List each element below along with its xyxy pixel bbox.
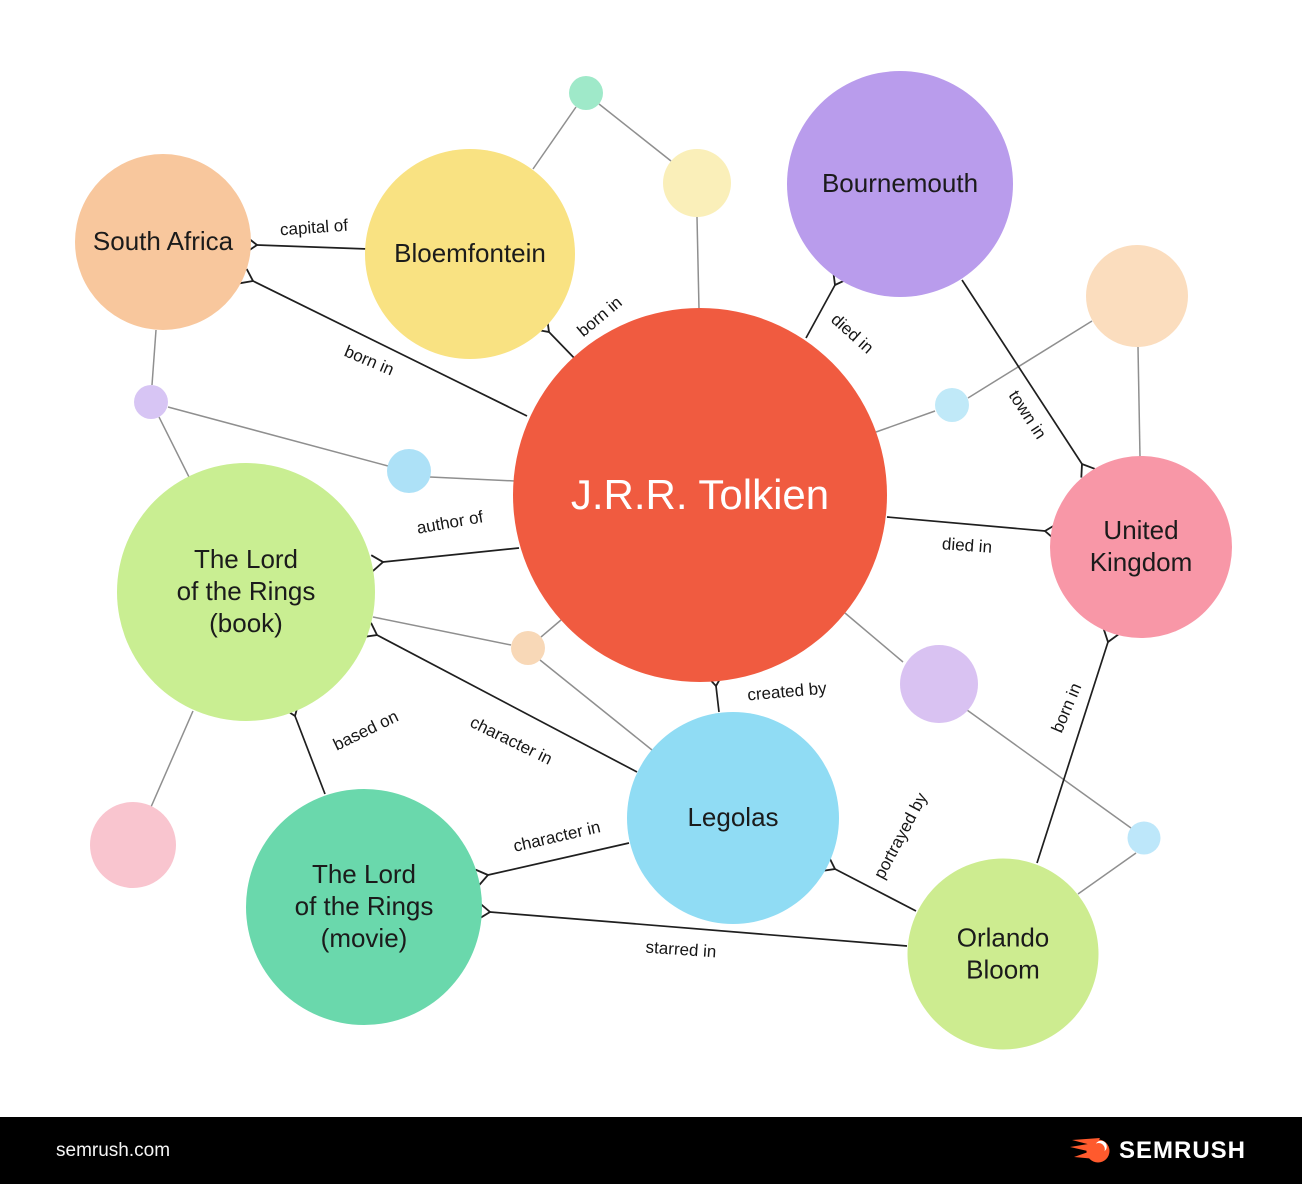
decor-circle-blue-left [387, 449, 431, 493]
decor-circle-pink-left [90, 802, 176, 888]
edge-line-based-on [283, 702, 326, 795]
edge-line-born-in-uk [1036, 628, 1120, 864]
edge-line-character-in-book [363, 622, 638, 773]
connector-peach-tolkien [540, 619, 562, 638]
node-label-orlando-bloom: Orlando Bloom [956, 922, 1050, 984]
connector-book-pink [150, 710, 194, 808]
decor-circle-blue-right [935, 388, 969, 422]
decor-circle-teal [569, 76, 603, 110]
graph-node-legolas: Legolas [627, 712, 839, 924]
decor-circle-pale-yellow [663, 149, 731, 217]
graph-node-lotr-movie: The Lord of the Rings (movie) [246, 789, 482, 1025]
edge-label-capital-of: capital of [279, 215, 349, 240]
edge-label-author-of: author of [415, 507, 485, 538]
semrush-logo-text: SEMRUSH [1118, 1136, 1246, 1164]
footer-bar: semrush.com SEMRUSH [0, 1117, 1302, 1184]
connector-tolkien-blueright [875, 410, 936, 433]
connector-southafrica-purple [151, 329, 157, 386]
semrush-logo: SEMRUSH [1069, 1134, 1246, 1168]
edge-label-died-in-uk: died in [941, 534, 993, 557]
edge-label-character-in-book: character in [467, 712, 556, 769]
decor-circle-peach-center [511, 631, 545, 665]
node-label-lotr-book: The Lord of the Rings (book) [176, 544, 316, 638]
edge-label-based-on: based on [330, 706, 402, 755]
edge-label-town-in: town in [1004, 386, 1051, 443]
node-label-bloemfontein: Bloemfontein [394, 238, 546, 269]
edge-line-character-in-movie [475, 842, 630, 886]
connector-blueright-peachright [967, 320, 1093, 399]
connector-bluebr-orlando [1077, 852, 1137, 895]
graph-node-united-kingdom: United Kingdom [1050, 456, 1232, 638]
graph-node-bournemouth: Bournemouth [787, 71, 1013, 297]
node-label-lotr-movie: The Lord of the Rings (movie) [294, 859, 434, 953]
edge-line-died-in-uk [886, 516, 1058, 541]
node-label-jrr-tolkien: J.R.R. Tolkien [570, 471, 830, 519]
edge-line-capital-of [245, 235, 369, 254]
edge-label-portrayed-by: portrayed by [869, 789, 932, 882]
footer-site-url: semrush.com [56, 1139, 171, 1161]
connector-blue-tolkien [429, 476, 516, 482]
node-label-bournemouth: Bournemouth [821, 168, 979, 199]
decor-circle-peach-right [1086, 245, 1188, 347]
node-label-united-kingdom: United Kingdom [1089, 515, 1193, 577]
graph-node-south-africa: South Africa [75, 154, 251, 330]
connector-tolkien-purpleright [844, 612, 904, 663]
edge-line-town-in [961, 279, 1096, 478]
decor-circle-blue-bottom-right [1127, 821, 1161, 855]
node-label-legolas: Legolas [687, 802, 779, 833]
edge-label-starred-in: starred in [645, 937, 718, 962]
semrush-flame-icon [1069, 1137, 1110, 1162]
connector-teal-bloemfontein [532, 106, 577, 170]
decor-circle-purple-right [900, 645, 978, 723]
connector-purple-book [158, 416, 190, 478]
edge-line-died-in-bournemouth [805, 271, 848, 339]
connector-purple-blue [167, 406, 389, 467]
graph-node-jrr-tolkien: J.R.R. Tolkien [513, 308, 887, 682]
graph-node-bloemfontein: Bloemfontein [365, 149, 575, 359]
edge-label-created-by: created by [746, 678, 828, 705]
decor-circle-purple-left [134, 385, 168, 419]
edge-label-died-in-bournemouth: died in [827, 309, 878, 358]
connector-peach-legolas [539, 659, 653, 751]
graph-node-lotr-book: The Lord of the Rings (book) [117, 463, 375, 721]
edge-label-character-in-movie: character in [511, 817, 603, 856]
graph-node-orlando-bloom: Orlando Bloom [907, 858, 1099, 1050]
edge-line-author-of [370, 547, 520, 572]
connector-teal-paleyellow [598, 103, 672, 162]
edge-label-born-in-uk: born in [1047, 680, 1086, 736]
connector-book-peach [372, 616, 512, 646]
edge-line-created-by [706, 673, 724, 713]
node-label-south-africa: South Africa [92, 226, 234, 257]
edge-label-born-in-south-africa: born in [341, 341, 397, 380]
connector-peachright-uk [1137, 346, 1141, 458]
connector-paleyellow-tolkien [696, 216, 700, 310]
